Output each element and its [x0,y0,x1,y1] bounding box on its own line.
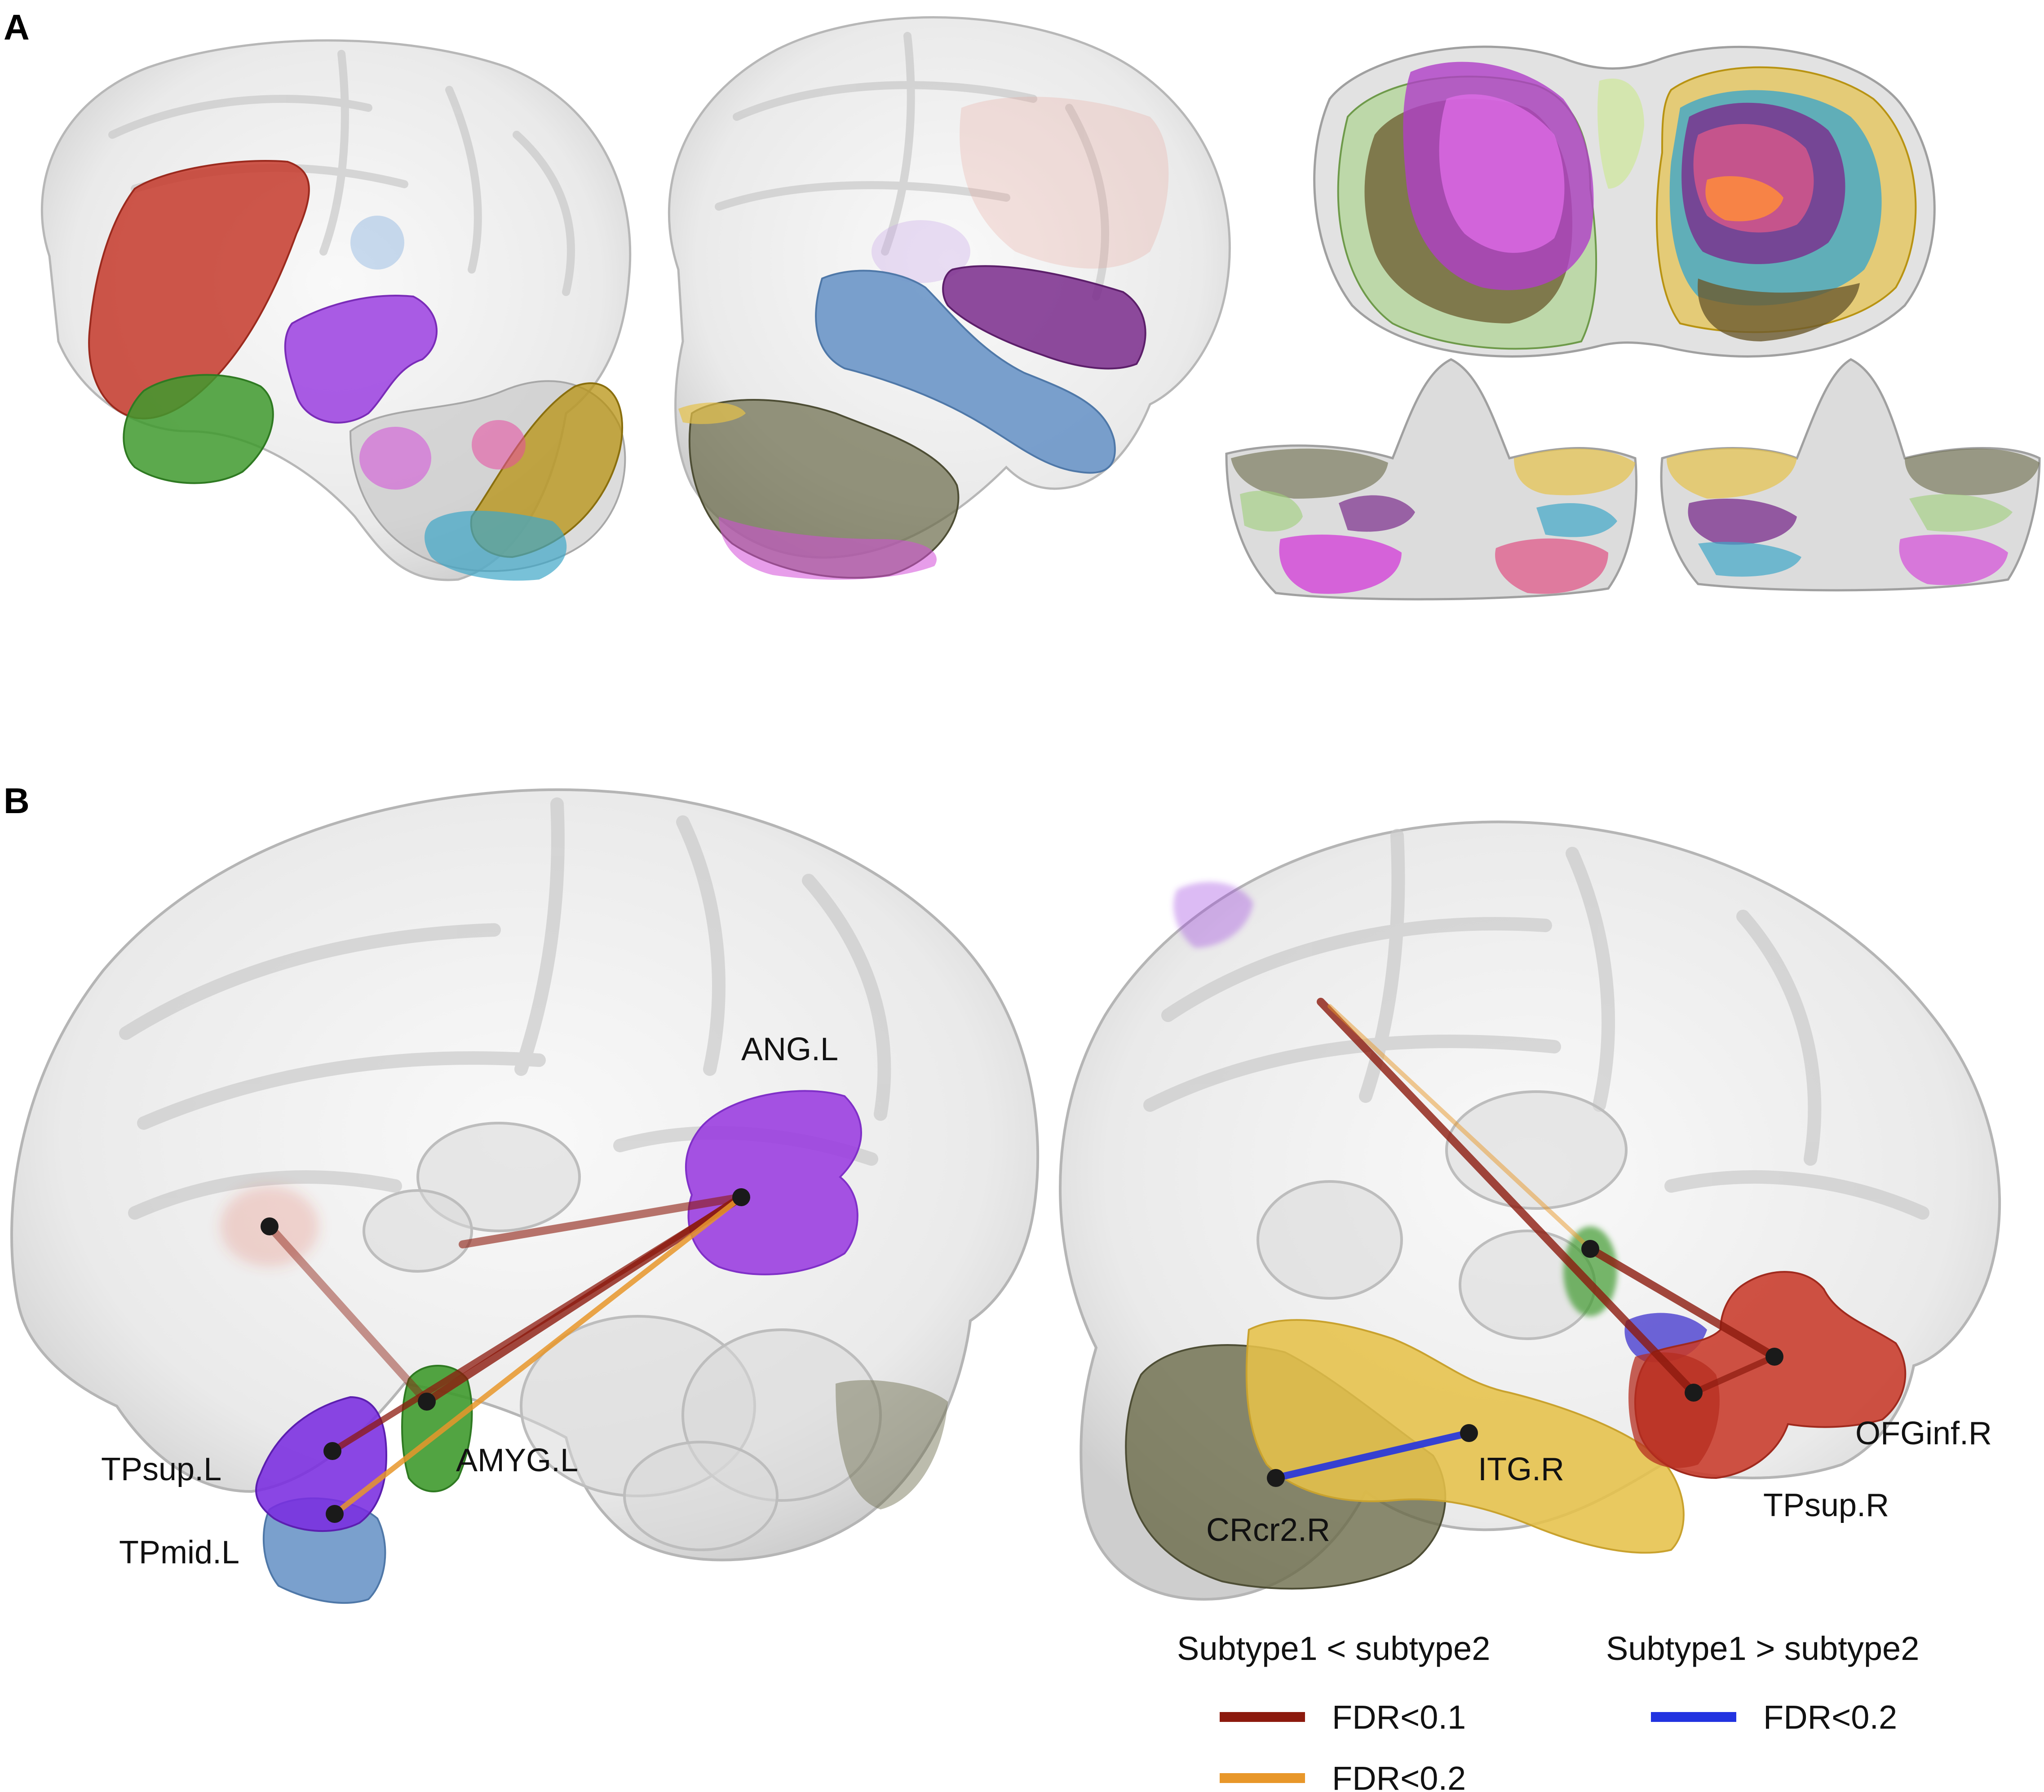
region-cyan [1698,542,1801,577]
region-cyan [425,510,567,581]
region-yellow [1514,448,1635,496]
subcortical [363,1122,882,1551]
panel-a-brain-middle [668,16,1231,580]
region-purple-faint [1173,882,1253,948]
edges-left [265,1193,745,1517]
region-olive [1905,448,2040,496]
legend-item-label: FDR<0.2 [1763,1699,1897,1736]
region-purple [1688,499,1797,545]
region-olive-faint [836,1380,948,1509]
nodes-left [261,1188,750,1523]
region-magenta [1279,535,1402,594]
region-blue [815,270,1116,474]
region-green [123,374,274,484]
region-ang-l [685,1090,862,1275]
region-olive [1231,448,1388,499]
region-blue-faint [350,216,404,270]
region-magenta [719,517,937,580]
region-pink-left [1439,94,1565,253]
region-magenta [1899,535,2008,585]
label-amyg-l: AMYG.L [456,1442,578,1478]
label-tpsup-l: TPsup.L [101,1451,221,1487]
region-purple [1339,495,1415,532]
region-purple [284,295,438,424]
label-itg-r: ITG.R [1478,1451,1564,1487]
region-green [1909,494,2013,532]
panel-a-cerebellum-top [1313,45,1936,358]
label-ang-l: ANG.L [741,1031,838,1067]
panel-b-letter: B [4,781,30,821]
region-purple [942,265,1146,370]
panel-b-brain-left: ANG.L TPsup.L AMYG.L TPmid.L [10,788,1040,1604]
panel-b-brain-right: ITG.R OFGinf.R TPsup.R CRcr2.R [1059,820,2001,1601]
label-ofginf-r: OFGinf.R [1855,1416,1992,1451]
region-magenta [359,427,431,490]
edges-right [1272,998,1779,1482]
region-red-faint [960,97,1169,269]
region-yellow [1667,448,1797,499]
region-lightgreen-mid [1597,78,1644,189]
panel-a-letter: A [4,7,30,47]
region-pink [1495,538,1608,594]
region-cyan [1536,503,1617,537]
region-yellow [678,403,746,424]
gyri [119,797,891,1220]
label-tpmid-l: TPmid.L [119,1535,239,1571]
legend-item-label: FDR<0.1 [1332,1699,1466,1736]
region-orange-right [1705,176,1783,221]
panel-a-cerebellum-bottom-left [1225,358,1637,601]
panel-a-cerebellum-bottom-right [1660,358,2041,592]
label-crcr2-r: CRcr2.R [1206,1512,1330,1548]
legend-title-2: Subtype1 > subtype2 [1606,1630,1919,1667]
legend: Subtype1 < subtype2 FDR<0.1 FDR<0.2 Subt… [1177,1630,1919,1792]
region-pink [472,420,526,469]
panel-a-brain-left [41,39,632,581]
label-tpsup-r: TPsup.R [1763,1487,1889,1523]
nodes-right [1267,1240,1783,1487]
region-brown-right [1698,279,1860,341]
gyri [715,32,1109,301]
region-purple-faint [872,220,970,283]
legend-item-label: FDR<0.2 [1332,1760,1466,1792]
region-tpsup-r [1628,1352,1720,1468]
legend-title-1: Subtype1 < subtype2 [1177,1630,1490,1667]
region-green [1240,491,1303,532]
